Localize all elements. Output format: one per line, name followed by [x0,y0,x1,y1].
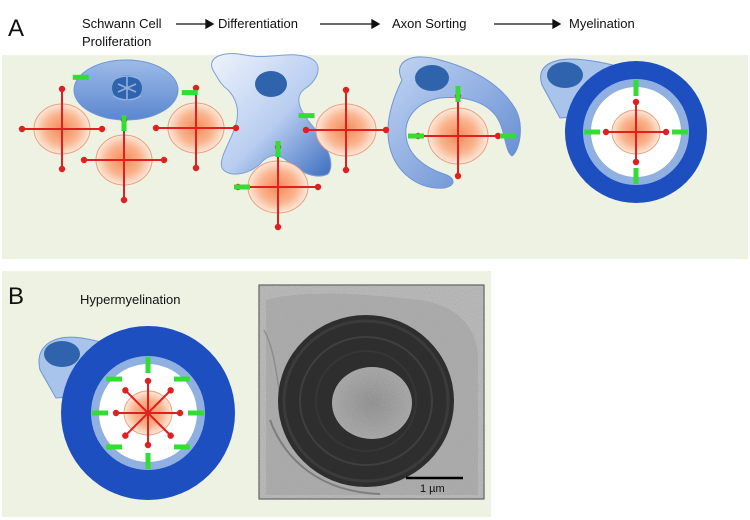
spoke-tip [160,156,168,164]
axon [92,357,204,469]
axon [234,141,322,231]
label-proliferation-line2: Proliferation [82,34,151,49]
spoke [124,412,149,437]
label-proliferation-line1: Schwann Cell [82,16,162,31]
spoke-tip [120,196,128,204]
scale-bar-label: 1 µm [420,483,445,495]
differentiating-schwann-cell [211,53,332,177]
right-arrow-icon [494,18,562,30]
axon [584,80,688,184]
axon-layer [18,74,688,469]
spoke-tip [494,132,502,140]
electron-micrograph: 1 µm [258,284,485,500]
spoke [124,389,149,414]
spoke-tip [342,166,350,174]
panel-b-letter: B [8,283,24,310]
receptor-mark [72,74,89,80]
spoke-tip [302,126,310,134]
dividing-schwann-cell [73,59,179,121]
spoke-tip [80,156,88,164]
label-hypermyelination: Hypermyelination [80,292,180,307]
panel-a-letter: A [8,15,24,42]
spoke-tip [152,124,160,132]
spoke-tip [167,432,174,439]
spoke-tip [167,387,174,394]
spoke-tip [18,125,26,133]
spoke-tip [192,84,200,92]
label-differentiation: Differentiation [218,16,298,31]
panel-a: A Schwann Cell Proliferation Differentia… [2,15,748,259]
spoke-tip [122,432,129,439]
spoke [147,412,172,437]
receptor-mark [92,410,108,416]
spoke-tip [314,183,322,191]
receptor-mark [275,141,281,157]
spoke-tip [192,164,200,172]
panel-b: B Hypermyelination 1 µm [2,271,491,517]
axon [152,84,240,172]
spoke [147,389,172,414]
spoke-tip [454,172,462,180]
receptor-mark [584,129,600,135]
spoke-tip [112,409,120,417]
spoke-tip [58,165,66,173]
spoke-tip [98,125,106,133]
receptor-mark [633,80,639,96]
axon [298,86,390,174]
sorting-schwann-cell [387,56,521,189]
right-arrow-icon [320,18,381,30]
spoke-tip [602,128,610,136]
spoke-tip [144,377,152,385]
spoke-tip [122,387,129,394]
label-axon-sorting: Axon Sorting [392,16,466,31]
receptor-mark [672,129,688,135]
axon [18,74,106,173]
receptor-mark [121,115,127,131]
spoke-tip [632,158,640,166]
receptor-mark [188,410,204,416]
receptor-mark [173,444,190,450]
spoke-tip [342,86,350,94]
receptor-mark [145,357,151,373]
spoke-tip [232,124,240,132]
spoke-tip [274,223,282,231]
receptor-mark [106,444,123,450]
axon [408,86,516,180]
spoke-tip [176,409,184,417]
receptor-mark [408,133,424,139]
receptor-mark [106,376,123,382]
receptor-mark [145,453,151,469]
receptor-mark [455,86,461,102]
receptor-mark [173,376,190,382]
receptor-mark [298,113,315,119]
right-arrow-icon [176,18,215,30]
spoke-tip [662,128,670,136]
spoke-tip [144,441,152,449]
receptor-mark [234,184,250,190]
receptor-mark [181,90,198,96]
receptor-mark [633,168,639,184]
spoke-tip [632,98,640,106]
spoke-tip [58,85,66,93]
receptor-mark [500,133,516,139]
axon [80,115,168,204]
label-myelination: Myelination [569,16,635,31]
spoke-tip [382,126,390,134]
